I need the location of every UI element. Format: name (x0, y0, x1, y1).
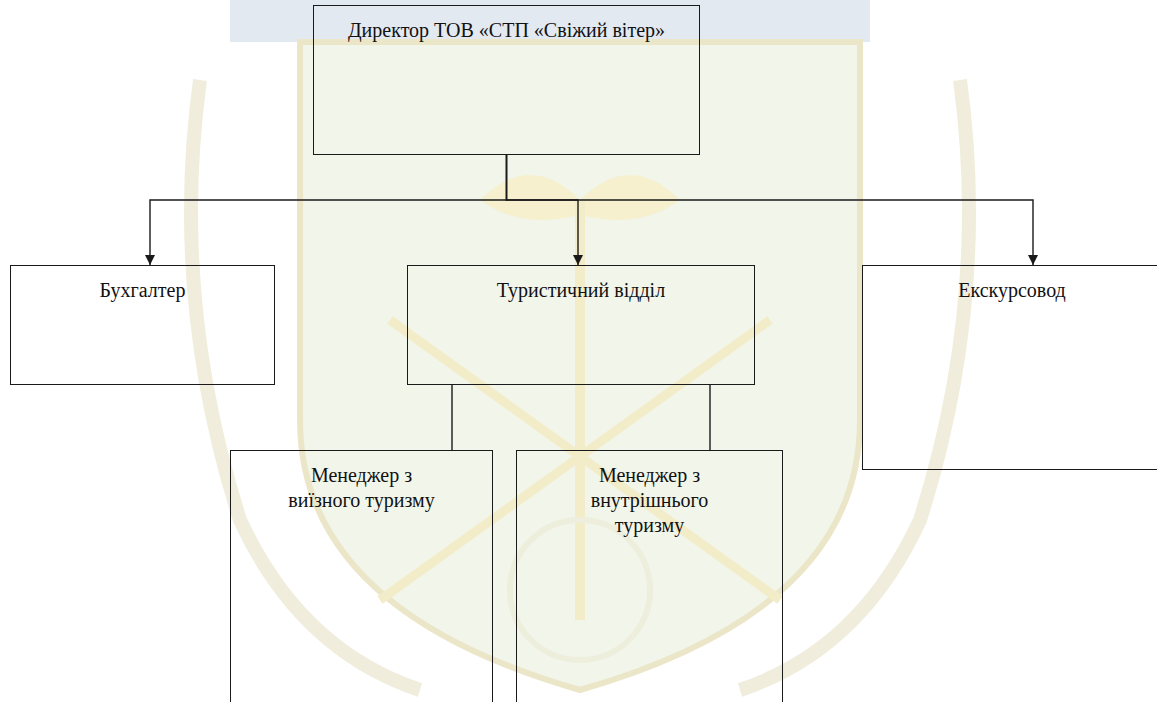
connector (709, 385, 710, 450)
box-label: Бухгалтер (100, 278, 186, 303)
emblem-band (230, 0, 870, 42)
org-box: Директор ТОВ «СТП «Свіжий вітер» (313, 5, 700, 155)
org-box: Бухгалтер (10, 265, 275, 385)
emblem-staff (390, 320, 780, 600)
box-label: Директор ТОВ «СТП «Свіжий вітер» (348, 18, 665, 43)
emblem-staff (380, 320, 770, 600)
box-label: Менеджер з внутрішнього туризму (575, 463, 725, 538)
emblem-ring (510, 520, 650, 660)
emblem-staff (575, 200, 585, 620)
box-label: Менеджер з виїзного туризму (274, 463, 449, 513)
connector (507, 155, 1034, 265)
org-box: Менеджер з виїзного туризму (230, 450, 493, 702)
box-label: Екскурсовод (958, 278, 1066, 303)
org-box: Екскурсовод (862, 265, 1157, 470)
box-label: Туристичний відділ (497, 278, 665, 303)
connector (507, 155, 579, 265)
connector (451, 385, 452, 450)
org-box: Менеджер з внутрішнього туризму (516, 450, 783, 702)
org-box: Туристичний відділ (407, 265, 755, 385)
emblem-shield (300, 42, 860, 690)
connector (150, 155, 507, 265)
